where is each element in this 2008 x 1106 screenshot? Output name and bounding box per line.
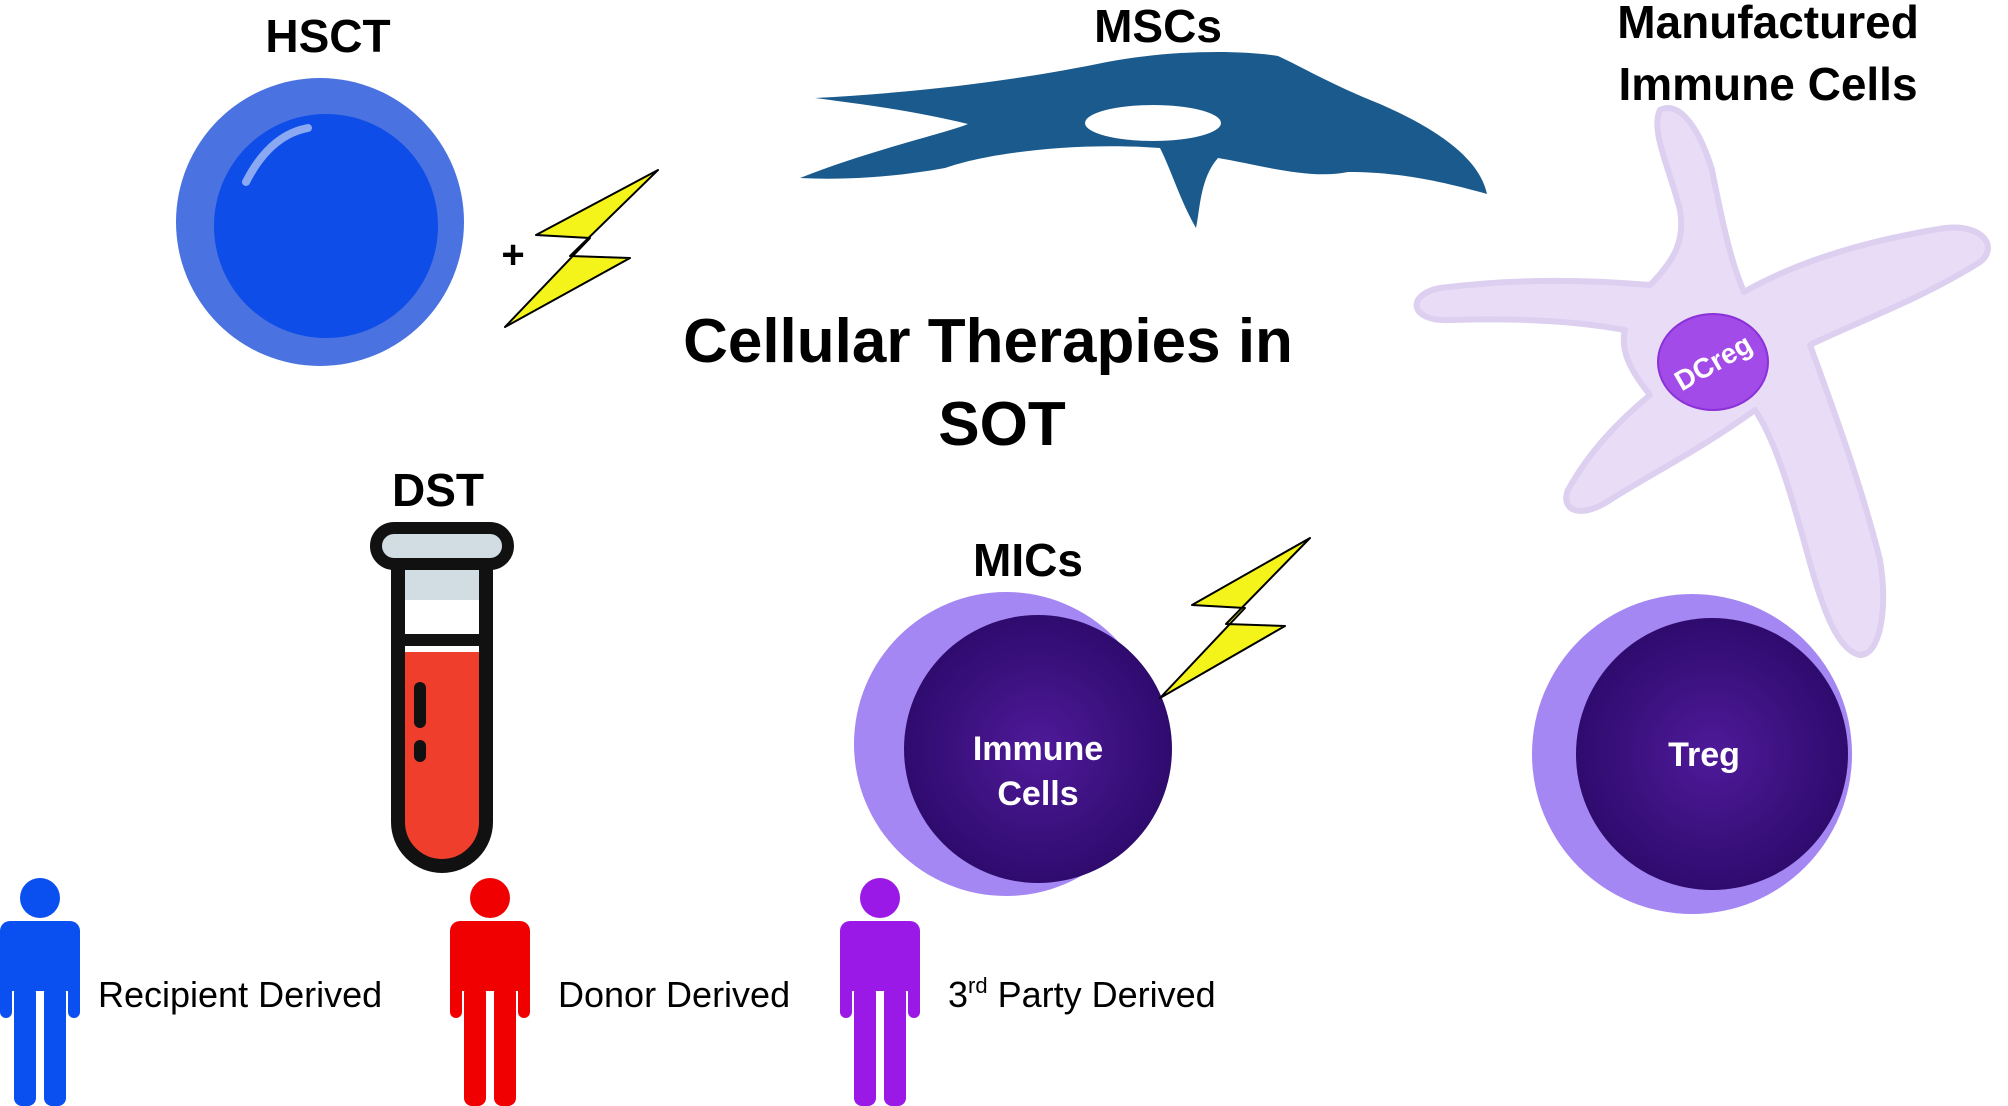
legend-item-third-party: 3rd Party Derived bbox=[840, 878, 1216, 1106]
dendritic-cell-icon: DCreg bbox=[1413, 105, 1991, 658]
stem-cell-icon bbox=[176, 78, 464, 366]
mscs-label: MSCs bbox=[1094, 0, 1222, 52]
mics-label: MICs bbox=[973, 534, 1083, 586]
mics-group: MICs Immune Cells bbox=[854, 534, 1311, 896]
dst-group: DST bbox=[370, 464, 514, 873]
mesenchymal-stromal-cell-icon bbox=[800, 52, 1487, 229]
legend-label-donor: Donor Derived bbox=[558, 974, 790, 1015]
title-line2: SOT bbox=[938, 390, 1066, 459]
legend-label-recipient: Recipient Derived bbox=[98, 974, 382, 1015]
manufactured-label-line2: Immune Cells bbox=[1618, 58, 1917, 110]
treg-label: Treg bbox=[1668, 736, 1740, 774]
lightning-bolt-icon bbox=[1159, 537, 1311, 699]
blood-test-tube-icon bbox=[370, 522, 514, 873]
legend-item-recipient: Recipient Derived bbox=[0, 878, 382, 1106]
manufactured-label-line1: Manufactured bbox=[1617, 0, 1919, 48]
dst-label: DST bbox=[392, 464, 484, 516]
immune-cells-line1: Immune bbox=[973, 730, 1103, 768]
legend: Recipient Derived Donor Derived bbox=[0, 878, 1216, 1106]
person-icon bbox=[450, 878, 530, 1106]
legend-prefix-third: 3 bbox=[948, 974, 968, 1015]
plus-sign: + bbox=[501, 233, 524, 277]
person-icon bbox=[0, 878, 80, 1106]
legend-label-third-party: 3rd Party Derived bbox=[948, 973, 1216, 1015]
immune-cell-icon: Immune Cells bbox=[854, 592, 1172, 896]
title-line1: Cellular Therapies in bbox=[683, 307, 1293, 376]
page-title: Cellular Therapies in SOT bbox=[683, 307, 1293, 459]
lightning-bolt-icon bbox=[504, 169, 659, 328]
hsct-label: HSCT bbox=[265, 10, 390, 62]
immune-cells-line2: Cells bbox=[997, 775, 1078, 813]
dcreg-nucleus bbox=[1657, 313, 1769, 411]
manufactured-immune-cells-group: Manufactured Immune Cells DCreg Treg bbox=[1413, 0, 1991, 914]
legend-text-party-derived: Party Derived bbox=[988, 974, 1216, 1015]
mscs-group: MSCs bbox=[800, 0, 1487, 229]
legend-item-donor: Donor Derived bbox=[450, 878, 790, 1106]
person-icon bbox=[840, 878, 920, 1106]
legend-superscript-rd: rd bbox=[968, 973, 988, 998]
hsct-group: HSCT + bbox=[176, 10, 659, 366]
regulatory-t-cell-icon: Treg bbox=[1532, 594, 1852, 914]
